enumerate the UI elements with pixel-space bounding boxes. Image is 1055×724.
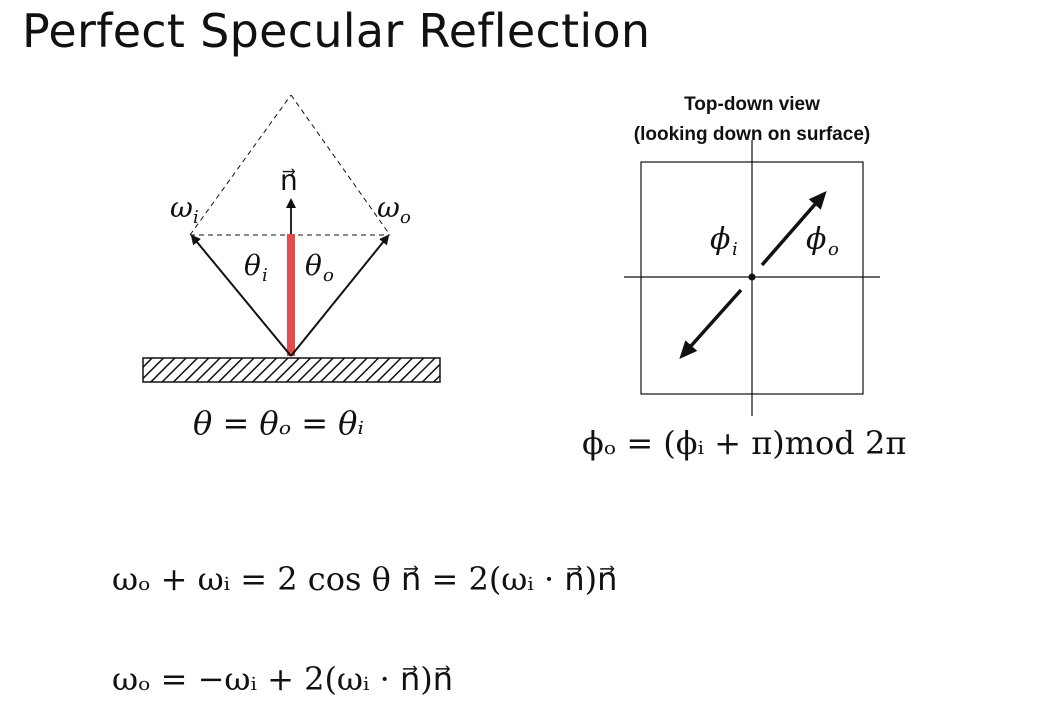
top-down-caption-line2: (looking down on surface) [634,124,870,145]
theta-o-subscript: o [323,265,334,286]
top-down-diagram: Top-down view (looking down on surface) … [624,94,880,416]
phi-equation: ϕₒ = (ϕᵢ + π)mod 2π [582,424,907,462]
reflection-diagram: n⃗ ω i ω o θ i θ o [142,94,441,383]
theta-i-subscript: i [262,265,268,286]
omega-o-subscript: o [400,207,411,228]
phi-o-label: ϕ [806,222,826,257]
dashed-line-right [290,94,391,236]
omega-i-arrow [190,234,292,357]
phi-o-arrow [760,190,827,267]
top-down-caption-line1: Top-down view [684,94,820,115]
theta-o-label: θ [305,249,322,282]
omega-o-label: ω [377,191,400,224]
phi-i-arrow [679,288,743,359]
phi-i-subscript: i [732,239,738,260]
theta-equation: θ = θₒ = θᵢ [193,404,364,442]
normal-bar [287,234,295,356]
slide-title: Perfect Specular Reflection [22,4,651,58]
reflection-equation-1: ωₒ + ωᵢ = 2 cos θ n⃗ = 2(ωᵢ · n⃗)n⃗ [112,560,618,598]
dashed-line-left [189,94,292,236]
omega-i-label: ω [170,191,193,224]
normal-label: n⃗ [280,164,298,197]
omega-o-arrow [290,234,390,357]
surface-hatch [142,357,441,383]
phi-o-subscript: o [828,239,839,260]
reflection-equation-2: ωₒ = −ωᵢ + 2(ωᵢ · n⃗)n⃗ [112,660,454,698]
origin-point [748,273,756,281]
phi-i-label: ϕ [710,222,730,257]
omega-i-subscript: i [193,207,199,228]
theta-i-label: θ [244,249,261,282]
